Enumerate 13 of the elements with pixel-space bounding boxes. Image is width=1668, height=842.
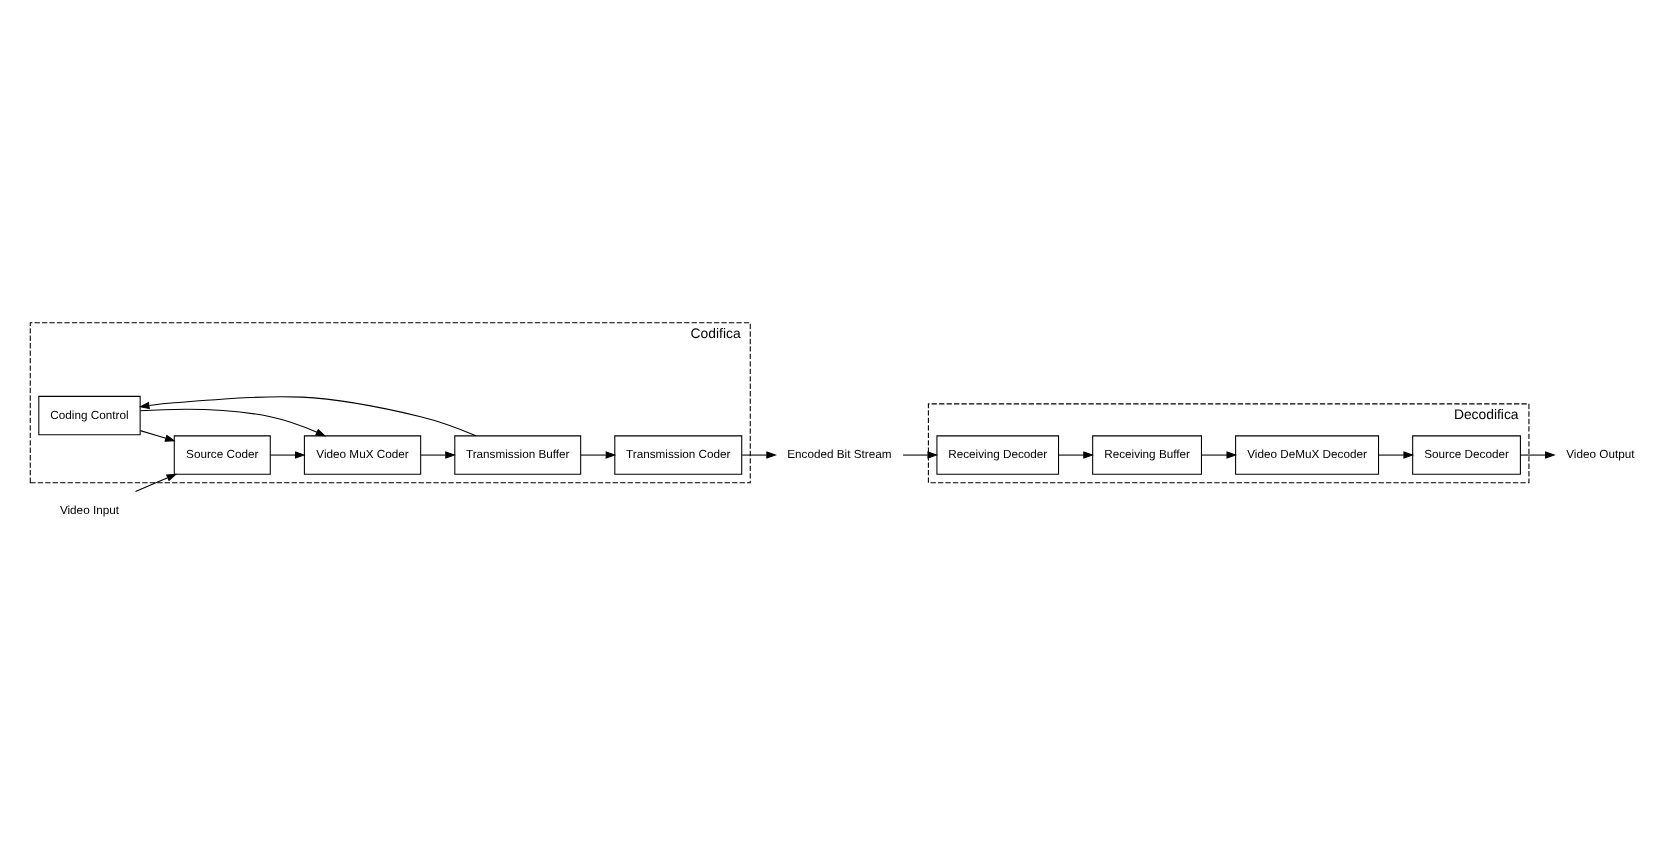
- arrow: [1058, 450, 1094, 458]
- arrow: [138, 395, 477, 436]
- arrow: [1378, 450, 1415, 458]
- arrow: [580, 450, 617, 458]
- arrow: [139, 407, 327, 436]
- arrow: [134, 472, 178, 491]
- arrow: [139, 429, 176, 441]
- arrow: [741, 450, 777, 458]
- arrow: [902, 450, 939, 458]
- arrow: [420, 450, 456, 458]
- arrow: [1201, 450, 1238, 458]
- arrow: [1519, 450, 1556, 458]
- arrow: [269, 450, 306, 458]
